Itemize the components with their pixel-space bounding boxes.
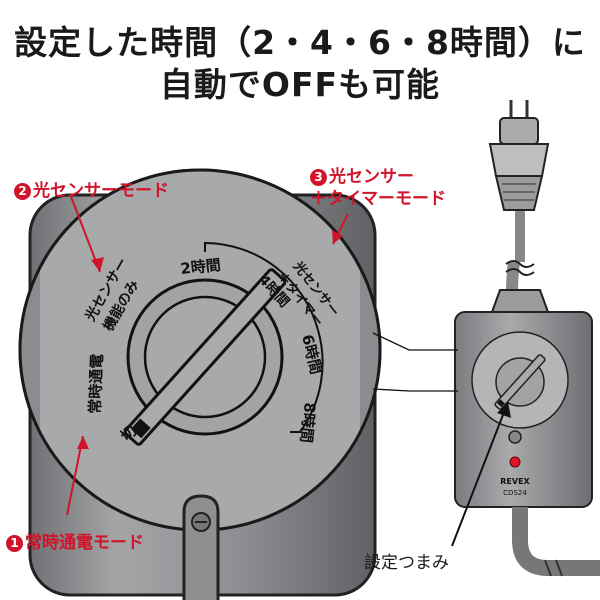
led-indicator [509,456,521,468]
plug-prongs [509,100,529,120]
model-label: CDS24 [503,489,527,497]
small-sensor-icon [508,430,522,444]
callout-3-line2: ＋タイマーモード [310,189,446,209]
zoomed-knob-pointer [123,268,287,446]
zoomed-device [18,168,382,600]
plug-head [499,117,539,145]
callout-2-label: 光センサーモード [33,181,169,201]
zoom-line-top [372,332,458,351]
dial-label-always-on: 常時通電 [86,354,106,415]
dial-label-8h: 8時間 [297,402,319,444]
timer-range-arc-lower [290,329,324,433]
callout-1-number: 1 [6,535,23,552]
timer-range-arc [204,241,319,331]
callout-2-pointer [69,193,101,273]
callout-2-number: 2 [14,183,31,200]
small-device: REVEX CDS24 [454,100,600,577]
callout-3-number: 3 [310,169,327,186]
headline-line2: 自動でOFFも可能 [159,65,441,104]
callout-1-label: 常時通電モード [25,533,144,553]
dial-label-2h: 2時間 [180,256,222,278]
zoom-line-bottom [372,388,458,392]
knob-caption: 設定つまみ [364,553,449,573]
brand-logo: REVEX [500,477,530,486]
callout-3-line1: 光センサー [329,167,414,187]
callout-1-pointer [66,435,84,516]
knob-caption-pointer [451,401,509,547]
headline-line1: 設定した時間（2・4・6・8時間）に [14,23,586,62]
zoomed-sensor-housing [182,494,220,600]
